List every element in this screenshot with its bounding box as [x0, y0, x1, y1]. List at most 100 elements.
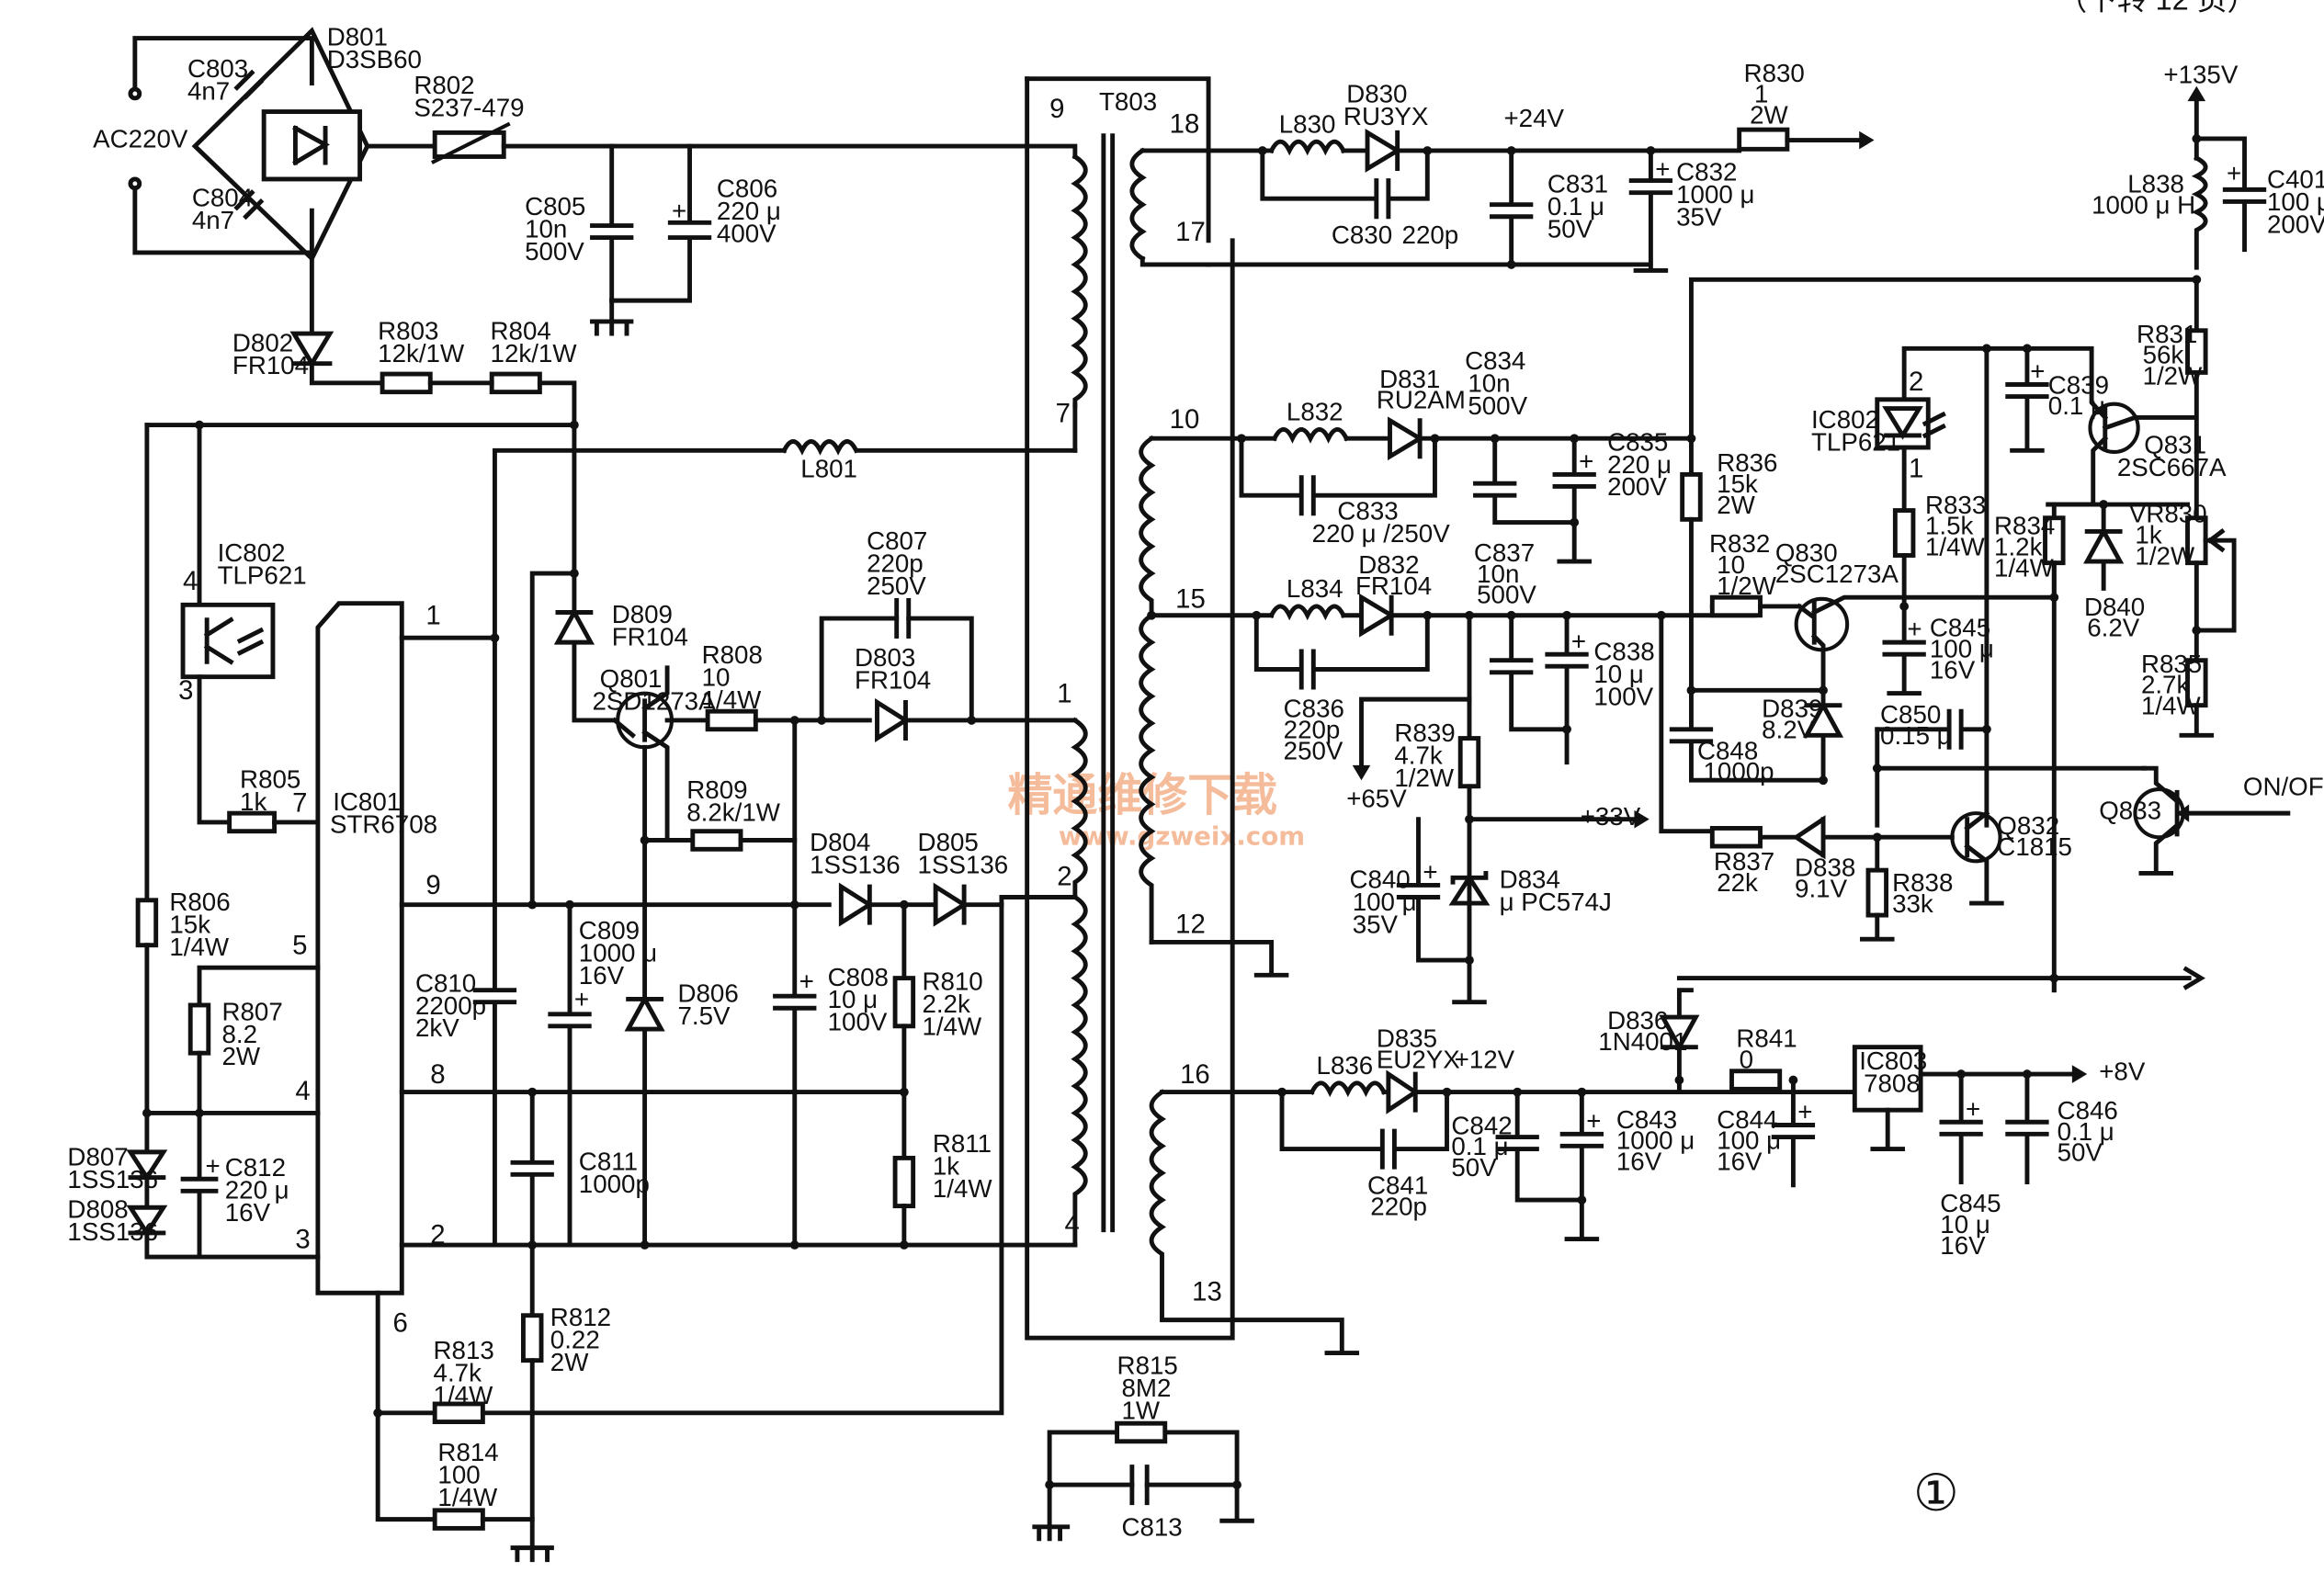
ic801-pin3: 3 [295, 1224, 310, 1254]
d806-label: D806 [677, 979, 738, 1008]
t-pin15: 15 [1175, 584, 1206, 615]
c845b-plus: + [1966, 1094, 1980, 1123]
ic803-part: 7808 [1864, 1069, 1921, 1098]
t-pin18: 18 [1170, 108, 1200, 139]
c806-v2: 400V [717, 219, 777, 247]
d805-part: 1SS136 [918, 850, 1009, 878]
ic801-label: IC801 [333, 787, 401, 816]
v12-label: +12V [1455, 1046, 1515, 1074]
r806-resistor [135, 898, 159, 948]
bridge-rectifier-d801 [261, 109, 363, 182]
r815-label: R815 [1117, 1351, 1178, 1379]
q833-label: Q833 [2099, 797, 2161, 825]
d831-part: RU2AM [1377, 386, 1466, 414]
r803-resistor [380, 371, 433, 395]
primary-control-section: R806 15k 1/4W 4 3 IC802 TLP621 R805 1k I… [67, 402, 1080, 1563]
c846-label: C846 [2058, 1096, 2118, 1125]
c808-label: C808 [828, 963, 889, 991]
c811-label: C811 [579, 1147, 638, 1175]
v33-output-arrow [1634, 809, 1649, 829]
r834-label: R834 [1994, 512, 2055, 540]
c838-v2: 100V [1593, 683, 1653, 711]
ic801-pin8: 8 [430, 1059, 445, 1090]
r803-value: 12k/1W [378, 339, 465, 368]
d836-label: D836 [1607, 1006, 1668, 1035]
l838-value: 1000 μ H [2092, 190, 2195, 219]
r813-label: R813 [434, 1336, 494, 1364]
r832-v1: 10 [1717, 550, 1745, 579]
c812-plus: + [206, 1151, 221, 1180]
ic801-pin2: 2 [430, 1219, 445, 1250]
c845a-plus: + [1907, 615, 1922, 643]
c840-v2: 35V [1353, 911, 1399, 939]
ic801-part: STR6708 [330, 809, 437, 838]
c807-v1: 220p [867, 549, 924, 577]
l830-label: L830 [1279, 109, 1336, 138]
output-24v-section: L830 D830 RU3YX C830 220p +24V + C831 0.… [1206, 59, 1875, 273]
onoff-label: ON/OFF [2243, 773, 2324, 801]
ic802b-pin2: 2 [1909, 367, 1923, 397]
r814-v1: 100 [437, 1460, 480, 1488]
d801-label: D801 [327, 23, 388, 51]
c845b-v2: 16V [1940, 1231, 1986, 1260]
r812-v1: 0.22 [550, 1326, 600, 1354]
d835-label: D835 [1377, 1024, 1437, 1053]
d801-part: D3SB60 [327, 45, 422, 74]
c834-label: C834 [1465, 346, 1525, 375]
l830-inductor [1268, 139, 1347, 156]
r815-v2: 1W [1121, 1396, 1160, 1424]
c844-label: C844 [1717, 1105, 1777, 1134]
c804-value: 4n7 [192, 206, 234, 234]
l838-inductor [2191, 154, 2208, 270]
d832-label: D832 [1358, 550, 1419, 579]
d832-part: FR104 [1355, 571, 1432, 600]
c844-plus: + [1797, 1098, 1812, 1126]
c803-value: 4n7 [187, 76, 230, 105]
r835-v1: 2.7k [2141, 671, 2190, 699]
r831-label: R831 [2137, 320, 2197, 348]
c850-label: C850 [1880, 700, 1941, 729]
d836-part: 1N4001 [1598, 1027, 1687, 1056]
r811-v1: 1k [933, 1151, 959, 1180]
r835-label: R835 [2141, 650, 2202, 678]
c838-label: C838 [1593, 638, 1654, 666]
r836-label: R836 [1717, 448, 1777, 477]
c831-label: C831 [1547, 170, 1608, 198]
c843-v1: 1000 μ [1616, 1126, 1695, 1155]
d830-label: D830 [1346, 80, 1407, 108]
r808-v1: 10 [702, 662, 731, 691]
c832-plus: + [1655, 154, 1670, 183]
c831-v1: 0.1 μ [1547, 192, 1604, 221]
c844-v1: 100 μ [1717, 1126, 1781, 1155]
header-fragment: （下转 12 页） [2058, 0, 2258, 17]
c834-v1: 10n [1468, 369, 1510, 398]
r810-v1: 2.2k [922, 990, 970, 1018]
c808-v1: 10 μ [828, 985, 879, 1013]
r833-v1: 1.5k [1925, 512, 1974, 540]
r837-label: R837 [1714, 847, 1774, 876]
c843-plus: + [1586, 1106, 1601, 1135]
d834-part: μ PC574J [1500, 888, 1612, 916]
r814-v2: 1/4W [437, 1483, 498, 1511]
ic801-pin9: 9 [425, 870, 440, 900]
d807-label: D807 [67, 1143, 128, 1171]
r804-value: 12k/1W [491, 339, 578, 368]
r833-label: R833 [1925, 491, 1986, 519]
ic801-pin7: 7 [292, 788, 307, 819]
r839-label: R839 [1394, 718, 1455, 747]
c806-v1: 220 μ [717, 197, 781, 225]
r802-label: R802 [414, 71, 474, 99]
l836-label: L836 [1317, 1051, 1374, 1080]
c806-label: C806 [717, 175, 777, 203]
ic802a-pin3: 3 [178, 675, 193, 706]
r813-v1: 4.7k [434, 1359, 482, 1387]
d809-label: D809 [612, 600, 673, 628]
c848-value: 1000p [1704, 757, 1774, 786]
l836-inductor [1309, 1080, 1388, 1098]
r808-resistor [705, 708, 758, 732]
output-12v-8v-section: L836 D835 EU2YX +12V C841 220p + C842 0.… [1277, 988, 2146, 1260]
ic802a-part: TLP621 [218, 560, 307, 589]
r808-label: R808 [702, 640, 763, 669]
c850-value: 0.15 μ [1880, 721, 1952, 750]
q832-label: Q832 [1997, 811, 2059, 840]
